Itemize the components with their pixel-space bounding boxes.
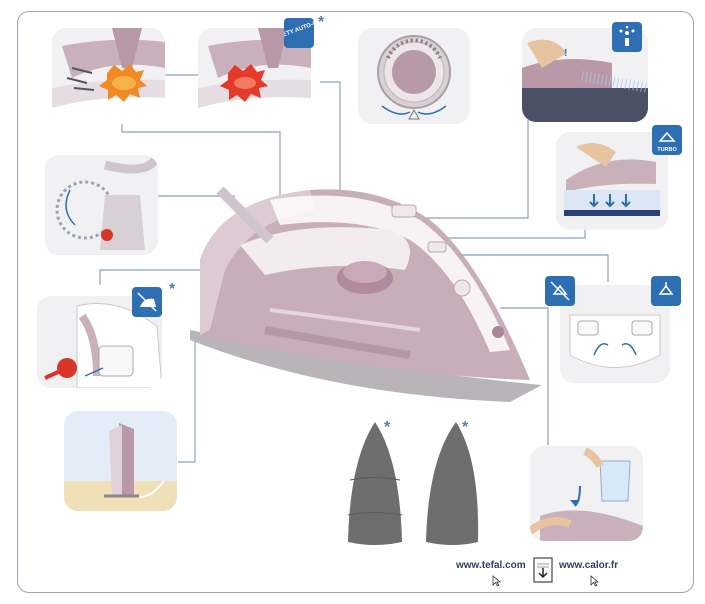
no-steam-icon [550, 281, 570, 301]
safety-auto-off-badge: SAFETY AUTO-OFF [284, 18, 314, 48]
steam-shot-illustration: ! [522, 39, 648, 122]
link-tefal[interactable]: www.tefal.com [456, 560, 526, 571]
panel-heel-rest [64, 411, 177, 511]
soleplate-right [426, 422, 479, 545]
download-document-icon[interactable] [532, 556, 554, 584]
panel-water-filling [530, 446, 643, 541]
steam-on-icon [658, 282, 674, 295]
asterisk-safety: * [318, 14, 325, 31]
soleplate-left [347, 422, 403, 545]
turbo-steam-illustration [564, 143, 660, 216]
panel-turbo-steam [556, 132, 668, 230]
heel-rest-illustration [64, 423, 177, 511]
steam-on-badge [651, 276, 681, 306]
water-filling-illustration [530, 447, 643, 541]
turbo-badge-text: TURBO [657, 147, 677, 153]
temperature-dial-illustration [377, 35, 451, 120]
asterisk-soleplate-right: * [462, 419, 469, 436]
heat-indicator-illustration [52, 28, 165, 124]
cursor-icon [590, 575, 600, 587]
turbo-badge: TURBO [652, 125, 682, 155]
anti-calc-badge [132, 287, 162, 317]
panel-temperature-dial [358, 28, 470, 124]
asterisk-soleplate-left: * [384, 419, 391, 436]
safety-illustration [198, 28, 311, 124]
dry-badge [545, 276, 575, 306]
valve-illustration [569, 314, 661, 368]
link-calor[interactable]: www.calor.fr [559, 560, 619, 571]
panel-safety-auto-off [198, 28, 311, 124]
cursor-icon [492, 575, 502, 587]
asterisk-anti-calc: * [169, 281, 176, 298]
anti-calc-icon [137, 292, 157, 312]
svg-text:!: ! [564, 48, 567, 59]
anti-calc-illustration [44, 303, 162, 388]
safety-badge-text: SAFETY AUTO-OFF [284, 18, 314, 43]
cord-illustration [55, 157, 158, 250]
steam-shot-badge [612, 22, 642, 52]
steam-iron-illustration [190, 186, 542, 402]
panel-cord-storage [45, 155, 158, 255]
diagram-frame [17, 11, 694, 593]
panel-heat-indicator [52, 28, 165, 124]
steam-burst-icon [619, 25, 635, 46]
